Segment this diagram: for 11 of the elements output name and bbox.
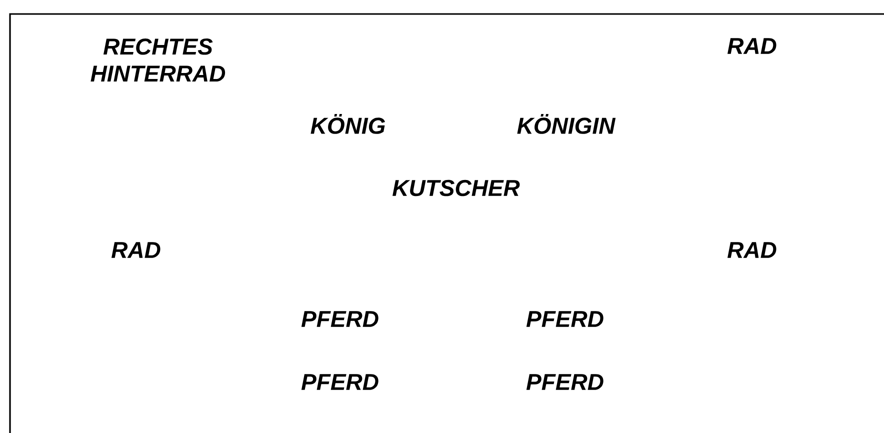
seat-label: RAD	[112, 242, 160, 258]
seat-label: PFERD	[301, 311, 378, 327]
seat-label: RECHTES HINTERRAD	[90, 38, 226, 82]
seat-label: PFERD	[526, 311, 604, 327]
seat-label: KUTSCHER	[392, 180, 520, 196]
seat-label: KÖNIGIN	[517, 114, 616, 134]
seat-label: RAD	[728, 38, 776, 54]
seat-label: PFERD	[301, 374, 378, 390]
seat-label: PFERD	[526, 374, 604, 390]
seat-label: RAD	[728, 242, 776, 258]
seat-label: KÖNIG	[310, 114, 385, 134]
